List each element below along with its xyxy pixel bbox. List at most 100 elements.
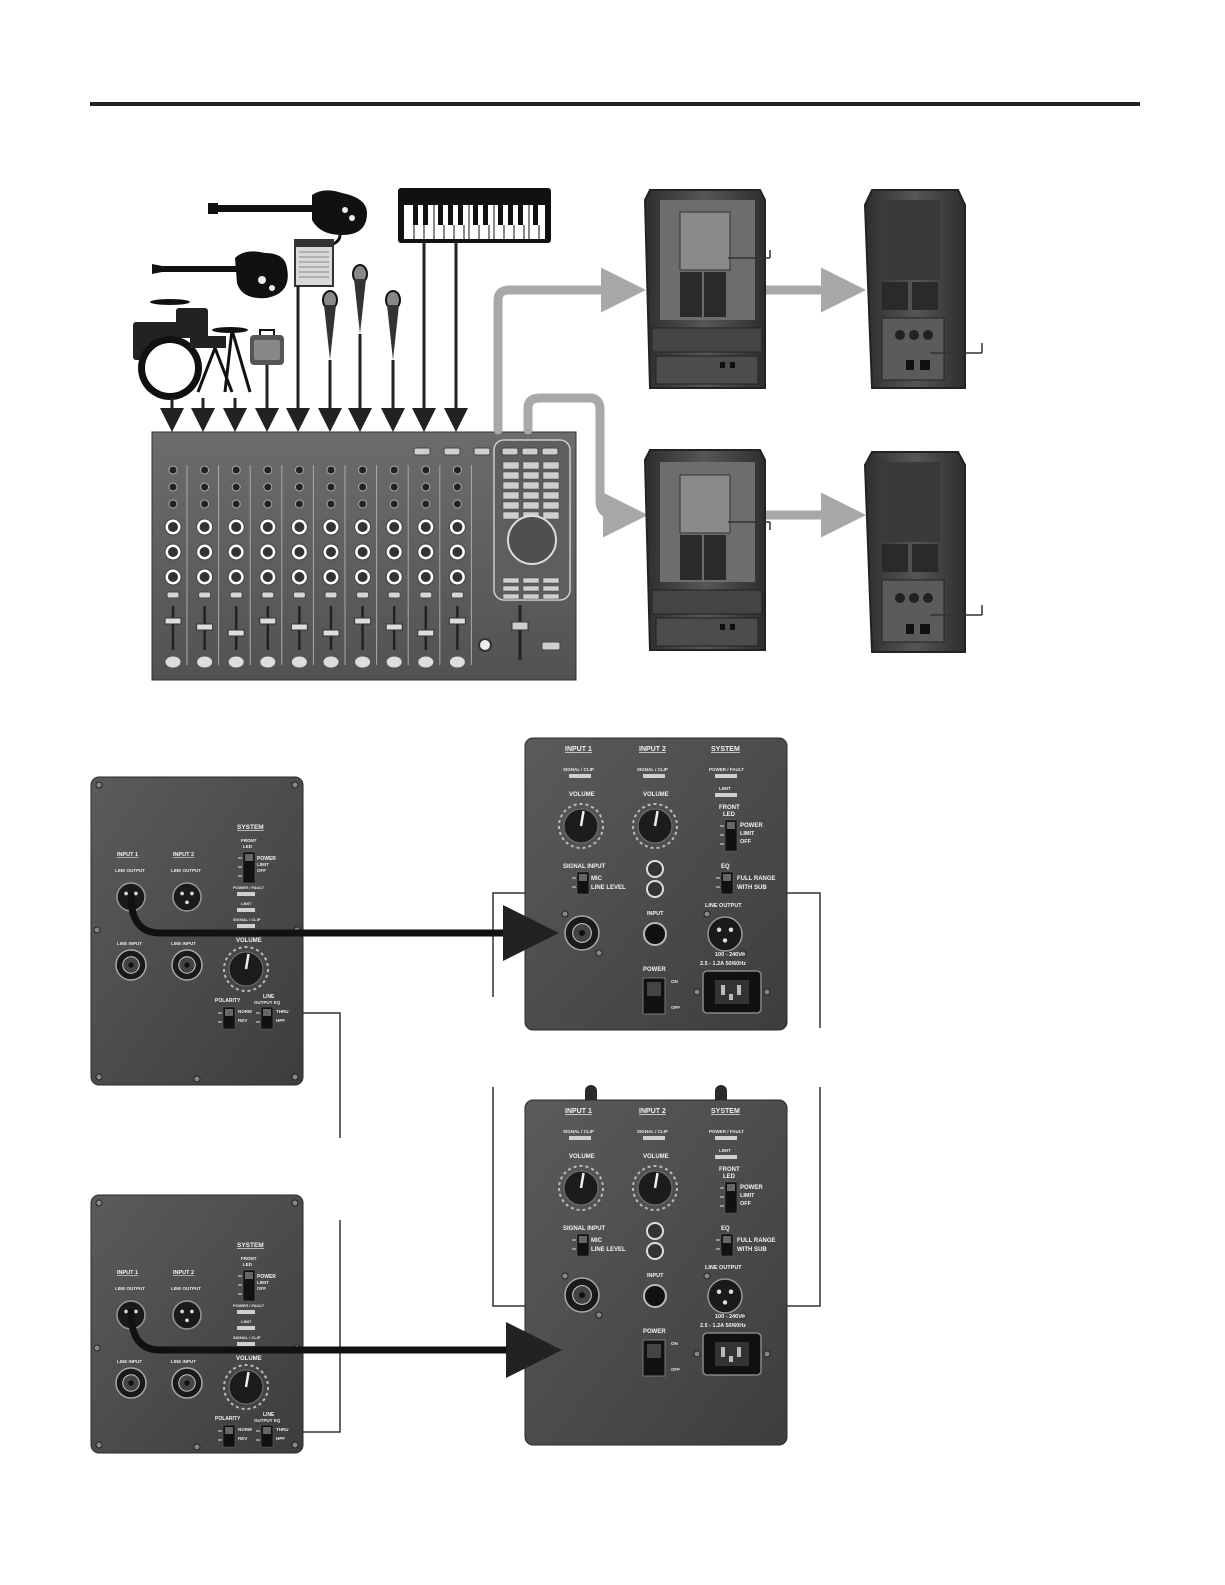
signal-routes <box>493 267 866 538</box>
screw-icon <box>693 1350 701 1358</box>
channel-mute-button <box>324 591 338 599</box>
input-label: INPUT <box>647 1273 664 1279</box>
off-label: OFF <box>671 1367 680 1372</box>
screw-icon <box>595 1311 603 1319</box>
knob-pointer <box>653 1172 659 1189</box>
input1-title: INPUT 1 <box>565 1108 592 1115</box>
with-sub-label: WITH SUB <box>737 1247 767 1253</box>
screw-icon <box>291 1199 299 1207</box>
input2-title: INPUT 2 <box>173 1270 194 1276</box>
norm-label: NORM <box>238 1427 252 1432</box>
current-label: 2.5 - 1.2A 50/60Hz <box>700 961 746 967</box>
channel-trim-knob <box>168 465 178 475</box>
channel-fader-cap <box>227 629 245 637</box>
volume-label-2: VOLUME <box>643 1154 669 1160</box>
mixer-grid-button <box>522 481 540 490</box>
xlr-pin <box>728 1289 734 1294</box>
iec-inlet-core <box>715 980 749 1004</box>
channel-eq-knob <box>168 547 178 557</box>
front-led-label: FRONT <box>241 838 257 843</box>
keyboard-icon <box>398 188 551 243</box>
channel-eq-knob <box>357 547 368 557</box>
channel-eq-knob <box>231 522 242 532</box>
line-output-eq-label: LINE <box>263 1412 275 1418</box>
channel-eq-knob <box>231 547 242 557</box>
iec-pin <box>729 994 733 1000</box>
power-fault-label: POWER / FAULT <box>709 767 744 772</box>
screw-icon <box>739 950 747 958</box>
screw-icon <box>561 910 569 918</box>
input2-title: INPUT 2 <box>639 746 666 753</box>
channel-eq-knob <box>262 522 273 532</box>
mixer-grid-button <box>542 461 560 470</box>
channel-eq-knob <box>294 572 305 582</box>
combo-jack-center <box>578 1291 586 1299</box>
rca-jack-1 <box>646 860 664 878</box>
channel-fader-cap <box>354 617 372 625</box>
channel-select-button <box>259 655 277 669</box>
power-label: POWER <box>643 967 666 973</box>
mixer-grid-button <box>502 511 520 520</box>
mixer-jog-wheel <box>507 515 557 565</box>
channel-eq-knob <box>389 572 400 582</box>
knob-scale <box>223 1364 269 1410</box>
line-output-label-2: LINE OUTPUT <box>171 868 201 873</box>
channel-trim-knob <box>200 499 210 509</box>
channel-select-button <box>196 655 214 669</box>
mixer-grid-button <box>522 471 540 480</box>
power-fault-led <box>715 1136 737 1140</box>
channel-trim-knob <box>263 499 273 509</box>
voltage-label: 100 - 240V~ <box>715 952 745 958</box>
channel-eq-knob <box>389 522 400 532</box>
channel-eq-knob <box>452 522 463 532</box>
mixer-grid-button <box>502 491 520 500</box>
channel-trim-knob <box>326 499 336 509</box>
channel-eq-knob <box>262 547 273 557</box>
knob-scale <box>558 1165 604 1211</box>
xlr-pin <box>722 1300 728 1305</box>
signal-clip-led <box>237 1342 255 1346</box>
limit-label: LIMIT <box>241 1319 252 1324</box>
full-range-label: FULL RANGE <box>737 876 776 882</box>
screw-icon <box>703 910 711 918</box>
front-led-label-2: LED <box>723 1174 736 1180</box>
channel-eq-knob <box>231 572 242 582</box>
mixer-grid-button <box>522 491 540 500</box>
screw-icon <box>95 781 103 789</box>
instrument-cables <box>160 243 468 432</box>
input2-title: INPUT 2 <box>173 852 194 858</box>
led-limit-label: LIMIT <box>257 862 269 867</box>
channel-eq-knob <box>199 522 210 532</box>
mixer-grid-button <box>502 481 520 490</box>
channel-trim-knob <box>294 465 304 475</box>
line-output-xlr <box>707 916 743 952</box>
power-fault-led <box>237 892 255 896</box>
line-output-label: LINE OUTPUT <box>705 1265 742 1271</box>
switch-lever <box>727 822 735 829</box>
mixer-grid-button <box>502 593 520 600</box>
input1-title: INPUT 1 <box>117 1270 138 1276</box>
input1-title: INPUT 1 <box>565 746 592 753</box>
mixer-grid-button <box>522 461 540 470</box>
volume-label-1: VOLUME <box>569 792 595 798</box>
channel-eq-knob <box>262 572 273 582</box>
channel-select-button <box>448 655 466 669</box>
channel-eq-knob <box>326 572 336 582</box>
hpf-label: HPF <box>276 1018 285 1023</box>
channel-trim-knob <box>294 482 304 492</box>
on-label: ON <box>671 979 678 984</box>
channel-fader-cap <box>290 623 308 631</box>
rca-jack-2 <box>646 1242 664 1260</box>
screw-icon <box>693 988 701 996</box>
switch-lever <box>723 1236 731 1243</box>
rca-jack-1 <box>646 1222 664 1240</box>
line-output-eq-label-2: OUTPUT EQ <box>254 1000 281 1005</box>
signal-input-label: SIGNAL INPUT <box>563 864 606 870</box>
front-led-label: LED <box>243 844 253 849</box>
iec-pin <box>737 1347 741 1357</box>
mixer-grid-button <box>522 585 540 592</box>
knob-pointer <box>579 1172 585 1189</box>
channel-trim-knob <box>421 465 431 475</box>
line-output-label-1: LINE OUTPUT <box>115 1286 145 1291</box>
mixer-grid-button <box>542 577 560 584</box>
